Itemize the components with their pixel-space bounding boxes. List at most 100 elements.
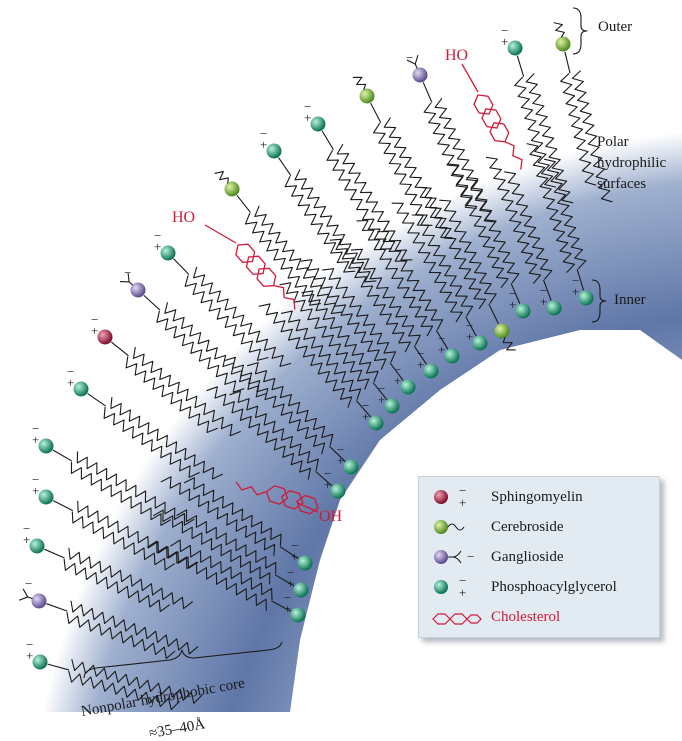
inner-phosphoacylglycerol-11-minus-sign: − — [466, 318, 473, 333]
outer-phosphoacylglycerol-15-plus-sign: + — [501, 34, 508, 49]
inner-phosphoacylglycerol-5-glycerol-stem — [328, 445, 346, 462]
outer-phosphoacylglycerol-4-head — [38, 489, 54, 505]
inner-phosphoacylglycerol-5-head — [343, 459, 359, 475]
polar-label-3: surfaces — [597, 176, 646, 192]
inner-phosphoacylglycerol-14-head — [546, 300, 562, 316]
outer-phosphoacylglycerol-15-glycerol-stem — [516, 55, 525, 77]
outer-phosphoacylglycerol-4-plus-sign: + — [32, 483, 39, 498]
inner-phosphoacylglycerol-4-glycerol-stem — [315, 470, 333, 487]
outer-cerebroside-13-sugar-tail — [352, 76, 367, 90]
inner-phosphoacylglycerol-3-glycerol-stem — [279, 546, 299, 560]
inner-brace — [591, 279, 607, 323]
outer-label: Outer — [598, 19, 632, 35]
outer-cerebroside-10-head — [224, 181, 240, 197]
inner-phosphoacylglycerol-13-minus-sign: − — [509, 286, 516, 301]
inner-phosphoacylglycerol-2-acyl-chain-a — [152, 509, 271, 585]
legend-label-phosphoacylglycerol: Phosphoacylglycerol — [491, 578, 617, 595]
outer-sphingomyelin-7-acyl-chain-a — [132, 347, 242, 437]
inner-phosphoacylglycerol-15-acyl-chain-b — [543, 158, 587, 270]
outer-ganglioside-14-minus-sign: − — [406, 50, 413, 65]
outer-cerebroside-13-head — [359, 88, 375, 104]
outer-phosphoacylglycerol-6-acyl-chain-b — [103, 406, 200, 478]
outer-cerebroside-16-acyl-chain-b — [560, 72, 597, 186]
outer-ganglioside-8-minus-sign: − — [124, 265, 131, 280]
outer-phosphoacylglycerol-1-plus-sign: + — [26, 648, 33, 663]
outer-phosphoacylglycerol-4-minus-sign: − — [32, 472, 39, 487]
inner-phosphoacylglycerol-6-head — [368, 415, 384, 431]
inner-phosphoacylglycerol-10-acyl-chain-a — [356, 219, 434, 337]
inner-phosphoacylglycerol-11-acyl-chain-b — [411, 214, 474, 317]
outer-ganglioside-2-minus-sign: − — [25, 576, 32, 591]
inner-phosphoacylglycerol-2-plus-sign: + — [287, 576, 294, 591]
inner-cerebroside-12-sugar-tail — [502, 337, 516, 351]
svg-text:+: + — [459, 585, 466, 599]
outer-phosphoacylglycerol-12-minus-sign: − — [304, 99, 311, 114]
outer-phosphoacylglycerol-5-acyl-chain-b — [70, 461, 172, 526]
cholesterol-oh-label: OH — [319, 508, 343, 525]
outer-ganglioside-14-acyl-chain-a — [434, 97, 496, 223]
legend-label-ganglioside: Ganglioside — [491, 548, 564, 565]
cholesterol-3-hydroxyl-bond — [297, 502, 319, 513]
svg-text:−: − — [467, 549, 474, 564]
inner-cerebroside-12-acyl-chain-a — [419, 186, 487, 310]
outer-phosphoacylglycerol-3-head — [29, 538, 45, 554]
outer-phosphoacylglycerol-15-acyl-chain-b — [514, 76, 557, 188]
outer-phosphoacylglycerol-1-acyl-chain-b — [68, 670, 180, 711]
outer-phosphoacylglycerol-11-acyl-chain-b — [284, 176, 356, 273]
inner-phosphoacylglycerol-10-head — [444, 348, 460, 364]
outer-cerebroside-13-acyl-chain-a — [383, 117, 453, 239]
inner-phosphoacylglycerol-4-minus-sign: − — [324, 466, 331, 481]
inner-phosphoacylglycerol-4-acyl-chain-b — [229, 390, 319, 471]
inner-phosphoacylglycerol-7-acyl-chain-b — [301, 290, 379, 383]
svg-text:−: − — [459, 485, 466, 498]
inner-phosphoacylglycerol-15-plus-sign: + — [572, 284, 579, 299]
outer-phosphoacylglycerol-4-acyl-chain-b — [71, 511, 176, 571]
inner-phosphoacylglycerol-10-acyl-chain-b — [377, 230, 444, 331]
inner-phosphoacylglycerol-13-glycerol-stem — [510, 283, 521, 304]
legend-item-sphingomyelin: −+ Sphingomyelin — [429, 483, 583, 510]
outer-phosphoacylglycerol-3-acyl-chain-b — [63, 558, 170, 613]
outer-cerebroside-16-sugar-tail — [553, 22, 565, 38]
outer-phosphoacylglycerol-3-glycerol-stem — [44, 548, 65, 559]
outer-phosphoacylglycerol-9-minus-sign: − — [154, 228, 161, 243]
inner-phosphoacylglycerol-1-acyl-chain-a — [146, 540, 267, 611]
inner-phosphoacylglycerol-3-plus-sign: + — [291, 549, 298, 564]
inner-phosphoacylglycerol-4-head — [330, 483, 346, 499]
outer-cerebroside-16-head — [555, 36, 571, 52]
inner-phosphoacylglycerol-13-plus-sign: + — [509, 297, 516, 312]
inner-phosphoacylglycerol-14-minus-sign: − — [540, 283, 547, 298]
legend-label-cholesterol: Cholesterol — [491, 608, 561, 625]
outer-phosphoacylglycerol-1-head — [32, 654, 48, 670]
outer-ganglioside-8-head — [130, 282, 146, 298]
inner-phosphoacylglycerol-9-minus-sign: − — [417, 346, 424, 361]
inner-phosphoacylglycerol-14-glycerol-stem — [542, 279, 552, 301]
outer-phosphoacylglycerol-6-acyl-chain-a — [110, 397, 224, 480]
outer-ganglioside-2-glycerol-stem — [46, 603, 68, 612]
polar-label-2: hydrophilic — [597, 155, 666, 171]
inner-phosphoacylglycerol-6-acyl-chain-b — [280, 310, 362, 400]
inner-phosphoacylglycerol-3-acyl-chain-b — [183, 477, 282, 546]
outer-phosphoacylglycerol-15-head — [507, 40, 523, 56]
outer-ganglioside-14-oligosaccharide — [406, 55, 419, 69]
svg-text:−: − — [459, 575, 466, 588]
inner-phosphoacylglycerol-8-acyl-chain-b — [322, 268, 397, 363]
outer-ganglioside-14-acyl-chain-b — [423, 102, 477, 210]
inner-phosphoacylglycerol-9-acyl-chain-b — [350, 248, 421, 346]
outer-phosphoacylglycerol-9-acyl-chain-a — [193, 266, 292, 367]
outer-phosphoacylglycerol-9-head — [160, 245, 176, 261]
inner-phosphoacylglycerol-8-glycerol-stem — [389, 362, 404, 381]
inner-cerebroside-12-head — [494, 323, 510, 339]
inner-phosphoacylglycerol-4-plus-sign: + — [324, 477, 331, 492]
cholesterol-molecule-2 — [235, 243, 296, 310]
inner-phosphoacylglycerol-3-acyl-chain-a — [160, 476, 276, 556]
inner-phosphoacylglycerol-14-acyl-chain-b — [504, 171, 553, 280]
ganglioside-icon: − — [434, 549, 474, 564]
outer-phosphoacylglycerol-15-minus-sign: − — [501, 23, 508, 38]
outer-phosphoacylglycerol-12-acyl-chain-b — [326, 149, 392, 250]
outer-ganglioside-8-oligosaccharide — [119, 272, 134, 286]
inner-phosphoacylglycerol-1-glycerol-stem — [271, 600, 292, 612]
inner-phosphoacylglycerol-8-minus-sign: − — [394, 362, 401, 377]
outer-phosphoacylglycerol-5-glycerol-stem — [52, 449, 73, 462]
inner-phosphoacylglycerol-5-plus-sign: + — [337, 453, 344, 468]
